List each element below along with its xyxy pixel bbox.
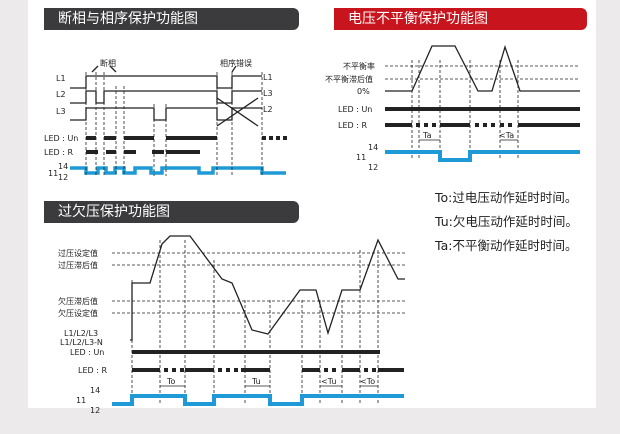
unbalance-hyst-label: 不平衡滞后值: [325, 74, 373, 84]
phase-led-r-label: LED : R: [44, 148, 73, 157]
unbalance-ta-label: Ta: [422, 131, 432, 140]
phase-waveform-l1: [70, 75, 262, 89]
title-over-under-voltage: 过欠压保护功能图: [44, 201, 299, 223]
overunder-waveform: [130, 235, 405, 341]
overunder-relay-14: 14: [90, 386, 100, 395]
phase-led-un-label: LED : Un: [44, 134, 78, 143]
unbalance-waveform: [385, 44, 580, 92]
annot-break-label: 断相: [100, 58, 116, 68]
annot-break-arrow-a: [91, 65, 99, 73]
under-set-label: 欠压设定值: [58, 308, 98, 318]
over-hyst-label: 过压滞后值: [58, 260, 98, 270]
phase-label-l1: L1: [56, 74, 66, 83]
overunder-level-lines: [112, 252, 405, 314]
phase-relay-11: 11: [48, 169, 58, 178]
phase-led-un-bars: [86, 136, 287, 140]
annot-break-arrow-b: [109, 65, 117, 73]
overunder-relay-12: 12: [90, 406, 100, 415]
overunder-led-r-bars: [132, 368, 404, 372]
over-set-label: 过压设定值: [58, 248, 98, 258]
phase-cross-line-b: [216, 97, 259, 127]
overunder-tu-label: Tu: [251, 377, 261, 386]
note-tu: Tu:欠电压动作延时时间。: [434, 214, 578, 229]
title-unbalance-protection: 电压不平衡保护功能图: [334, 8, 587, 30]
unbalance-relay-11: 11: [356, 153, 366, 162]
phase-label-l2: L2: [56, 90, 66, 99]
unbalance-lt-ta-label: <Ta: [499, 131, 514, 140]
overunder-relay-waveform: [112, 394, 404, 406]
unbalance-relay-14: 14: [368, 143, 378, 152]
overunder-led-un-label: LED : Un: [70, 348, 104, 357]
overunder-relay-11: 11: [76, 396, 86, 405]
phase-led-r-bars: [86, 150, 200, 154]
unbalance-led-r-bars: [385, 123, 580, 127]
phase-waveform-l2: [70, 90, 262, 104]
unbalance-zero-label: 0%: [357, 87, 370, 96]
phase-right-label-l2: L2: [263, 105, 273, 114]
phase-relay-14: 14: [58, 162, 68, 171]
annot-seq-arrow: [231, 65, 237, 73]
unbalance-level-lines: [385, 65, 580, 80]
overunder-led-un-bar: [132, 350, 380, 354]
overunder-to-label: To: [166, 377, 176, 386]
phase-relay-12: 12: [58, 173, 68, 182]
annot-seq-label: 相序错误: [220, 58, 252, 68]
unbalance-led-r-label: LED : R: [338, 121, 367, 130]
note-to: To:过电压动作延时时间。: [434, 190, 577, 205]
phase-guides: [85, 72, 263, 176]
overunder-lt-to-label: <To: [360, 377, 375, 386]
phase-right-label-l1: L1: [263, 73, 273, 82]
unbalance-relay-12: 12: [368, 163, 378, 172]
phase-relay-waveform: [70, 166, 286, 175]
title-phase-protection: 断相与相序保护功能图: [44, 8, 299, 30]
unbalance-led-un-bar: [385, 107, 580, 111]
unbalance-led-un-label: LED : Un: [338, 105, 372, 114]
unbalance-relay-waveform: [385, 150, 580, 162]
overunder-led-r-label: LED : R: [78, 366, 107, 375]
phase-label-l3: L3: [56, 107, 66, 116]
unbalance-rate-label: 不平衡率: [343, 61, 375, 71]
phases-label-1: L1/L2/L3: [64, 329, 98, 338]
note-ta: Ta:不平衡动作延时时间。: [434, 238, 577, 253]
phases-label-2: L1/L2/L3-N: [60, 338, 103, 347]
overunder-lt-tu-label: <Tu: [321, 377, 336, 386]
phase-right-label-l3: L3: [263, 89, 273, 98]
under-hyst-label: 欠压滞后值: [58, 296, 98, 306]
